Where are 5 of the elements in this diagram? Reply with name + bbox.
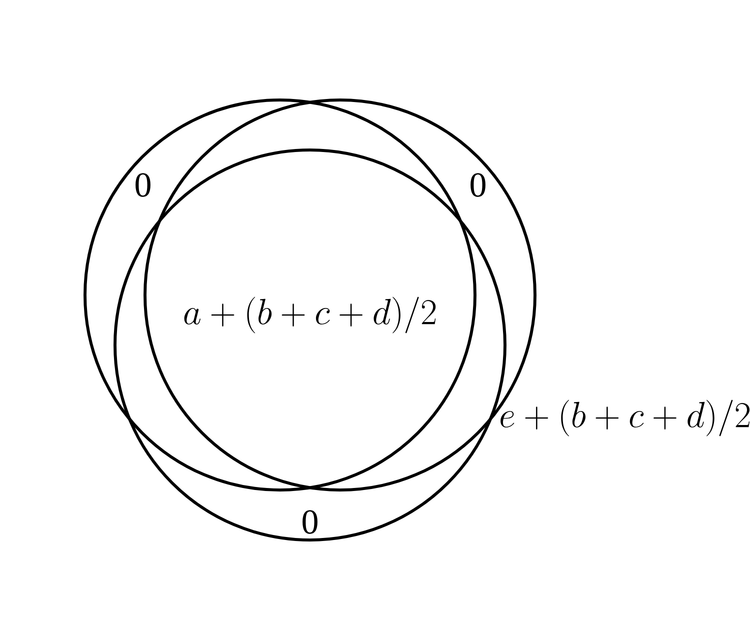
region-value: 0 (136, 173, 150, 197)
region-value: 0 (302, 510, 318, 534)
region-value: 0 (470, 173, 486, 197)
region-formula: $a+(b+c+d)/2$ (184, 296, 436, 334)
region-formula: $e+(b+c+d)/2$ (500, 400, 750, 436)
